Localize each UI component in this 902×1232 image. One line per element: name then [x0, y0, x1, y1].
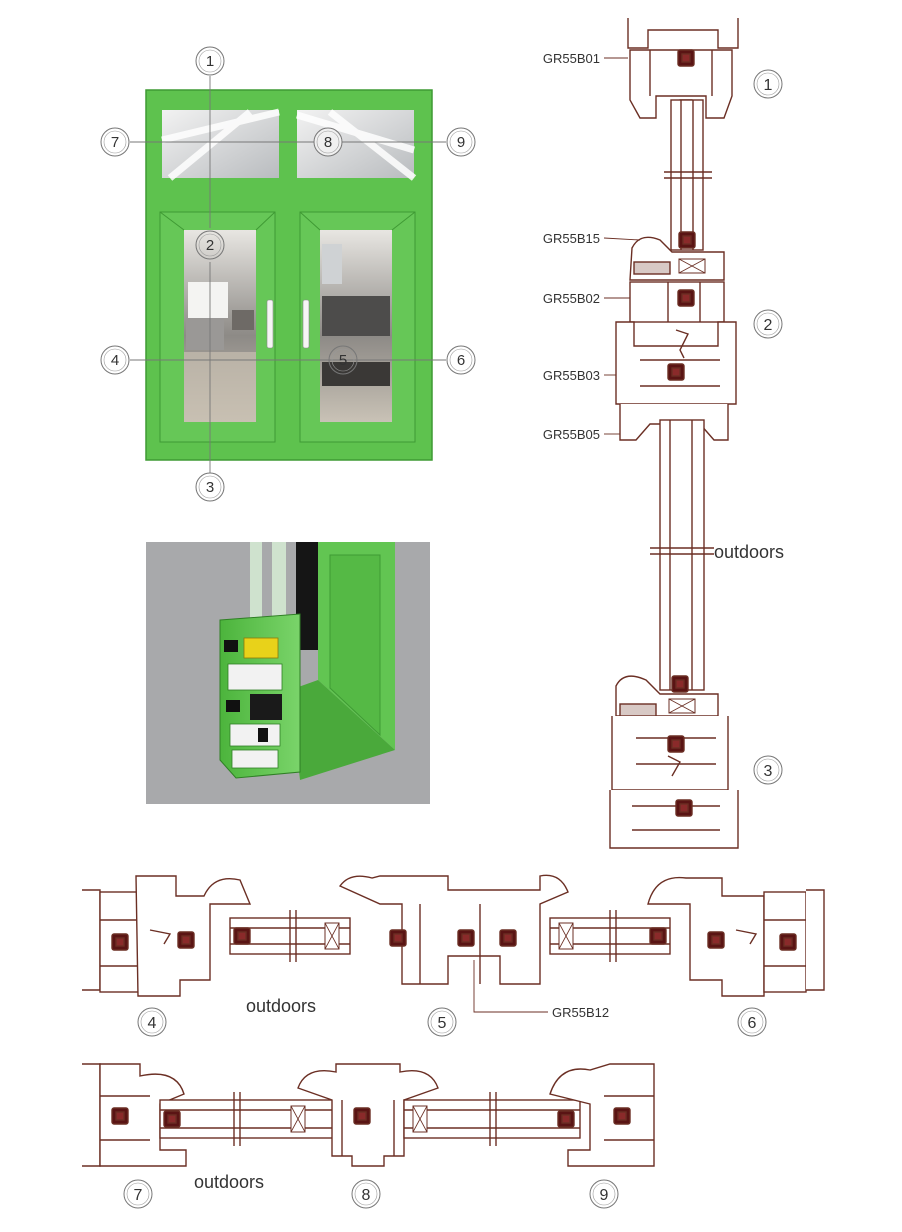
svg-text:4: 4 — [148, 1015, 157, 1032]
svg-text:6: 6 — [748, 1015, 757, 1032]
svg-text:3: 3 — [206, 479, 214, 496]
svg-text:5: 5 — [438, 1015, 447, 1032]
svg-text:8: 8 — [324, 134, 332, 151]
window-callouts: 1 2 3 4 5 6 7 8 9 — [100, 46, 476, 502]
callout-9: 9 — [446, 127, 476, 157]
svg-text:9: 9 — [600, 1187, 609, 1204]
window-elevation — [130, 76, 446, 473]
callout-6: 6 — [446, 345, 476, 375]
svg-text:7: 7 — [134, 1187, 143, 1204]
marker-3: 3 — [753, 755, 783, 785]
horizontal-section-b — [82, 1063, 655, 1167]
marker-7: 7 — [123, 1179, 153, 1209]
callout-3: 3 — [195, 472, 225, 502]
vertical-section — [603, 18, 739, 849]
svg-text:8: 8 — [362, 1187, 371, 1204]
label-gr55b03: GR55B03 — [543, 368, 600, 383]
horizontal-section-a — [82, 874, 825, 1013]
outdoors-section-a: outdoors — [246, 996, 316, 1016]
marker-2: 2 — [753, 309, 783, 339]
label-gr55b15: GR55B15 — [543, 231, 600, 246]
svg-text:4: 4 — [111, 352, 119, 369]
svg-text:7: 7 — [111, 134, 119, 151]
outdoors-vertical: outdoors — [714, 542, 784, 562]
callout-5: 5 — [328, 345, 358, 375]
callout-7: 7 — [100, 127, 130, 157]
callout-4: 4 — [100, 345, 130, 375]
label-gr55b12: GR55B12 — [552, 1005, 609, 1020]
outdoors-labels: outdoors outdoors outdoors — [194, 542, 784, 1192]
marker-8: 8 — [351, 1179, 381, 1209]
marker-4: 4 — [137, 1007, 167, 1037]
callout-8: 8 — [313, 127, 343, 157]
svg-text:1: 1 — [764, 77, 773, 94]
label-gr55b01: GR55B01 — [543, 51, 600, 66]
svg-text:5: 5 — [339, 352, 347, 369]
marker-6: 6 — [737, 1007, 767, 1037]
profile-labels: GR55B01 GR55B15 GR55B02 GR55B03 GR55B05 … — [543, 51, 609, 1020]
marker-9: 9 — [589, 1179, 619, 1209]
label-gr55b05: GR55B05 — [543, 427, 600, 442]
callout-1: 1 — [195, 46, 225, 76]
svg-text:3: 3 — [764, 763, 773, 780]
svg-text:2: 2 — [764, 317, 773, 334]
svg-text:9: 9 — [457, 134, 465, 151]
label-gr55b02: GR55B02 — [543, 291, 600, 306]
svg-text:2: 2 — [206, 237, 214, 254]
window-handle-icon — [266, 299, 310, 349]
profile-cutaway-photo — [146, 542, 430, 804]
svg-text:1: 1 — [206, 53, 214, 70]
svg-text:6: 6 — [457, 352, 465, 369]
callout-2: 2 — [195, 230, 225, 260]
outdoors-section-b: outdoors — [194, 1172, 264, 1192]
section-markers: 1 2 3 4 5 6 7 8 9 — [123, 69, 783, 1209]
marker-1: 1 — [753, 69, 783, 99]
marker-5: 5 — [427, 1007, 457, 1037]
